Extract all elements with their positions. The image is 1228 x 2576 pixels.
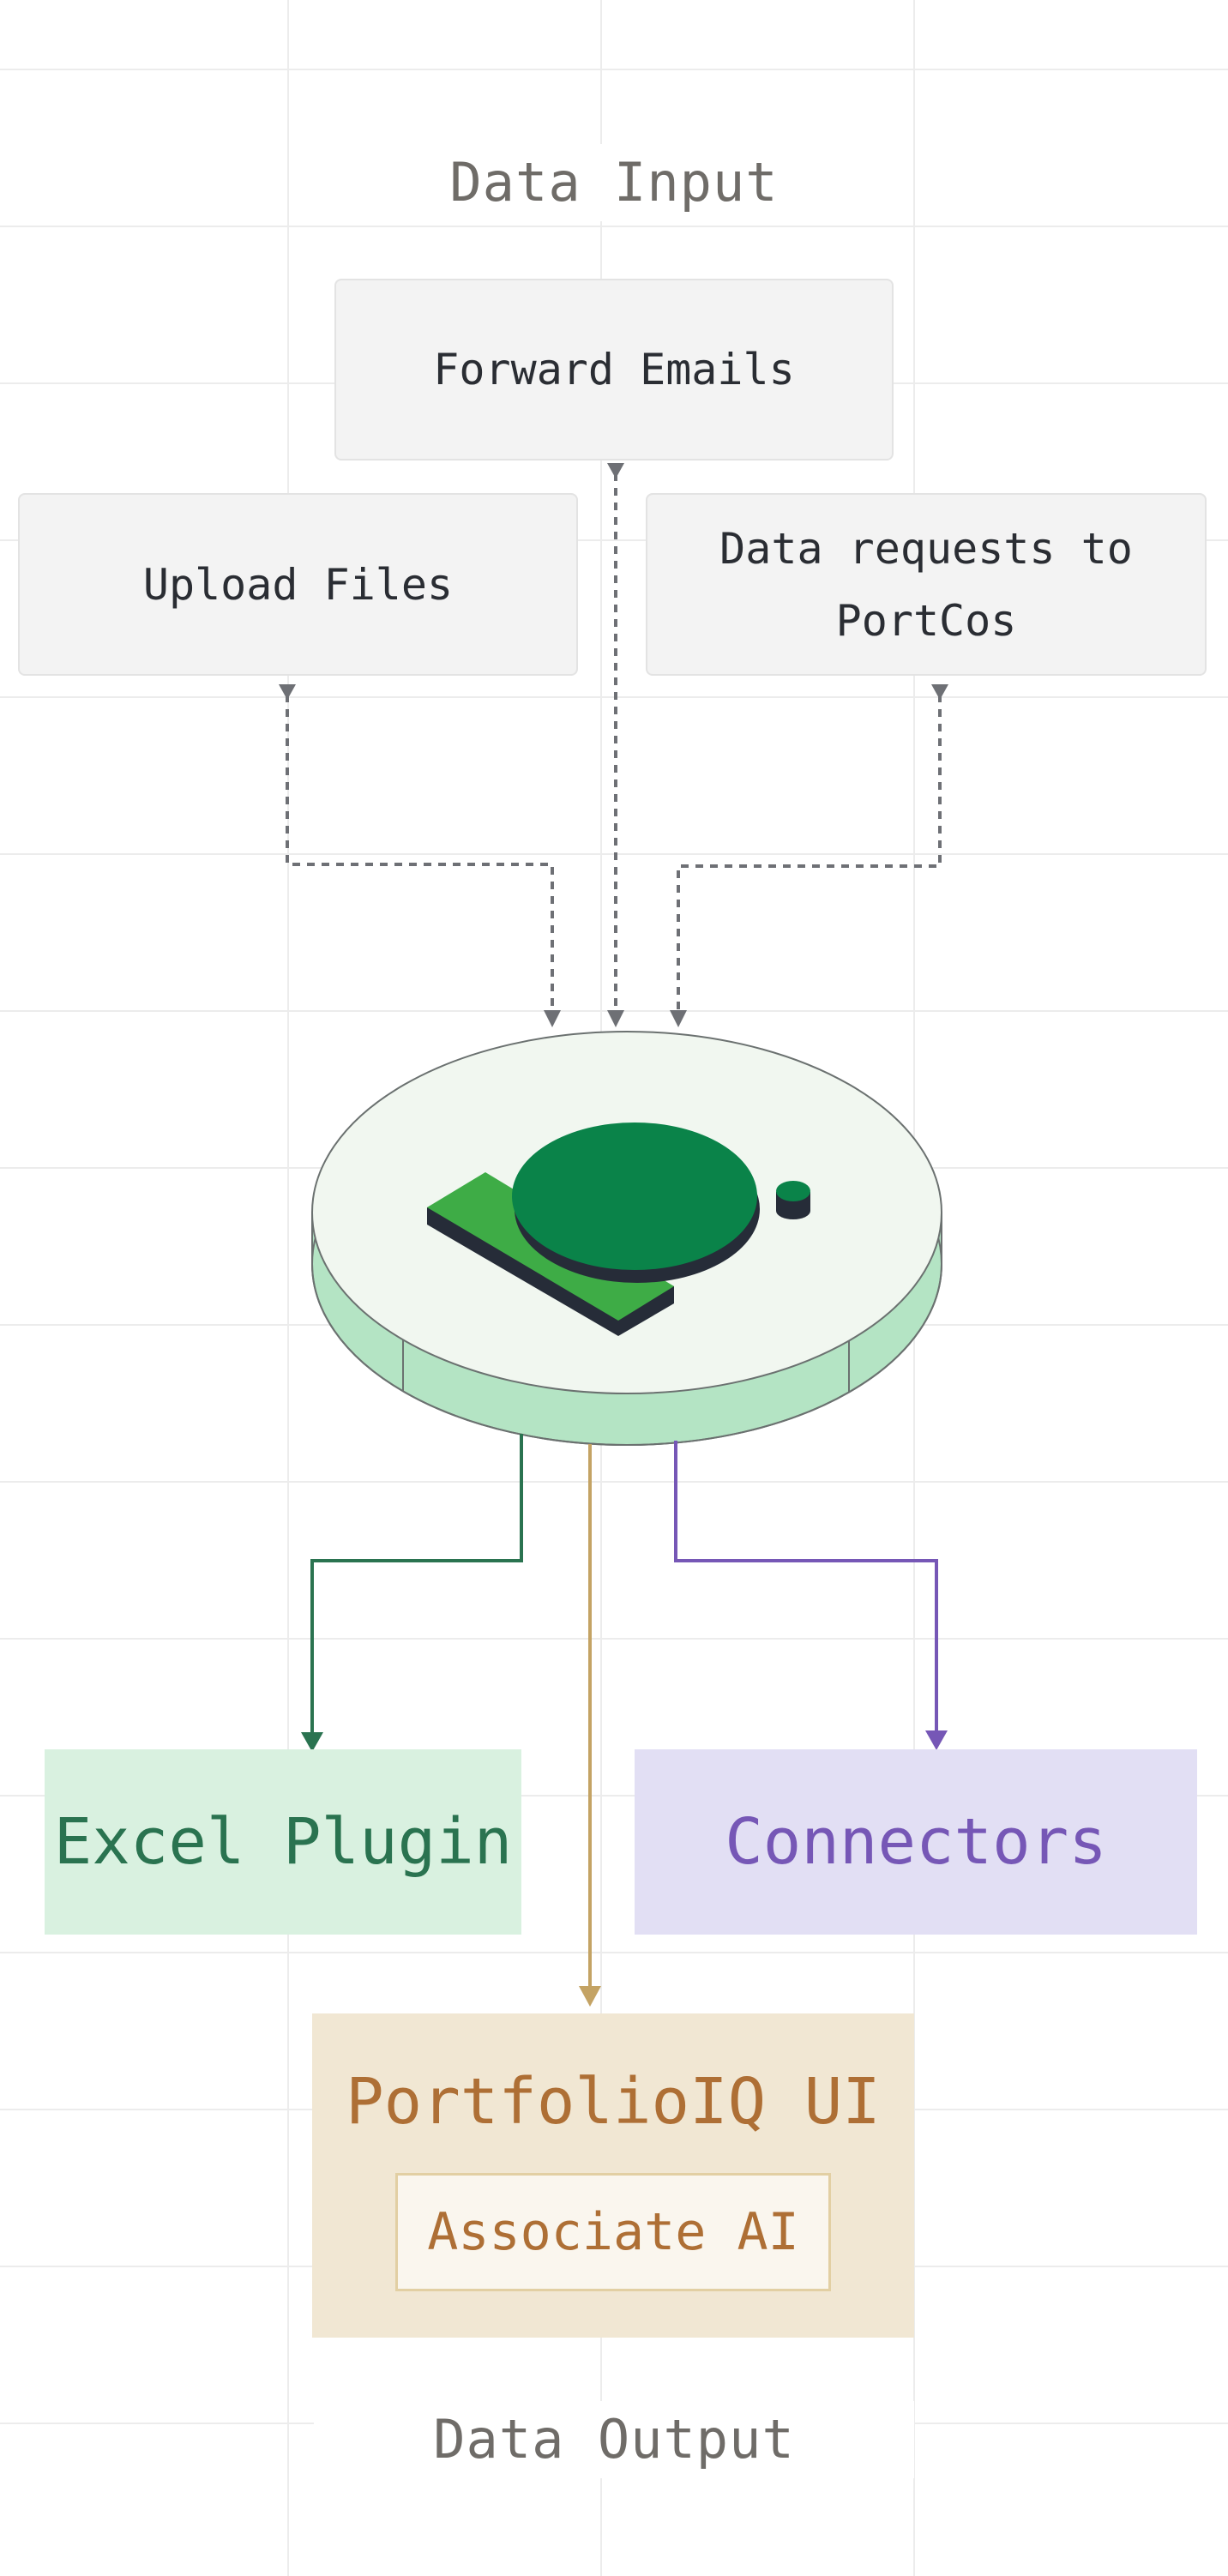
arrowhead-icon xyxy=(279,684,296,700)
connectors-connector xyxy=(674,1441,938,1734)
portfolioiq-ui-box: PortfolioIQ UI Associate AI xyxy=(312,2013,914,2338)
arrowhead-icon xyxy=(579,1986,601,2007)
upload-files-box: Upload Files xyxy=(18,493,578,676)
platform-logo-icon xyxy=(427,1122,810,1336)
arrowhead-icon xyxy=(301,1732,323,1752)
upload-files-label: Upload Files xyxy=(142,559,454,610)
associate-ai-box: Associate AI xyxy=(395,2173,831,2291)
grid-line xyxy=(0,1481,1228,1483)
connectors-box: Connectors xyxy=(635,1749,1197,1935)
data-requests-label-line1: Data requests to xyxy=(719,523,1133,574)
excel-plugin-label: Excel Plugin xyxy=(53,1805,513,1879)
grid-line xyxy=(0,1638,1228,1640)
data-requests-connector xyxy=(677,695,942,1012)
excel-plugin-connector xyxy=(310,1434,523,1736)
arrowhead-icon xyxy=(931,684,948,700)
arrowhead-icon xyxy=(670,1010,687,1027)
upload-files-connector xyxy=(286,695,554,1012)
excel-plugin-box: Excel Plugin xyxy=(45,1749,521,1935)
associate-ai-label: Associate AI xyxy=(427,2202,799,2262)
grid-line xyxy=(0,69,1228,70)
grid-line xyxy=(0,539,1228,541)
forward-emails-label: Forward Emails xyxy=(433,345,795,394)
arrowhead-icon xyxy=(544,1010,561,1027)
portfolioiq-ui-label: PortfolioIQ UI xyxy=(346,2065,881,2139)
arrowhead-icon xyxy=(607,463,624,478)
connectors-label: Connectors xyxy=(725,1805,1107,1879)
grid-line xyxy=(0,1952,1228,1953)
logo-dot-top xyxy=(776,1181,810,1201)
input-connectors xyxy=(286,473,942,1012)
arrowhead-icon xyxy=(925,1730,948,1750)
arrowhead-icon xyxy=(607,1010,624,1027)
grid-line xyxy=(287,0,289,2576)
data-requests-label-line2: PortCos xyxy=(835,595,1017,646)
input-arrowheads xyxy=(279,463,948,1027)
grid-line xyxy=(0,1795,1228,1797)
data-output-title: Data Output xyxy=(314,2401,914,2478)
data-input-title: Data Input xyxy=(429,144,799,221)
forward-emails-box: Forward Emails xyxy=(334,279,894,460)
logo-dark-green-disc xyxy=(512,1122,757,1270)
grid-line xyxy=(0,226,1228,227)
data-requests-box: Data requests to PortCos xyxy=(646,493,1207,676)
